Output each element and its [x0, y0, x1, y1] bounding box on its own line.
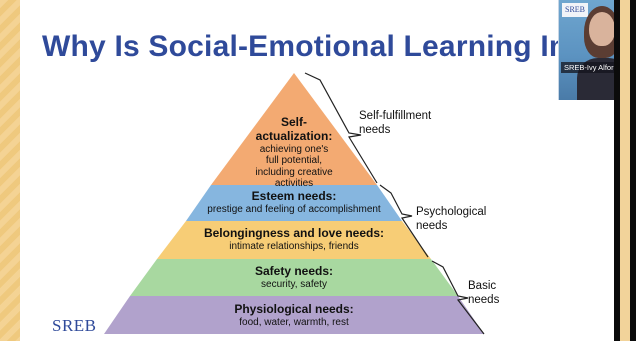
- maslow-pyramid: [104, 72, 485, 335]
- participant-name-tag: SREB-Ivy Alford: [561, 62, 614, 73]
- participant-face: [589, 12, 614, 46]
- self-actualization-text: Self- actualization: achieving one's ful…: [255, 115, 333, 190]
- brace-self-fulfillment: [304, 72, 378, 184]
- belonging-text: Belongingness and love needs: intimate r…: [203, 226, 385, 252]
- self-fulfillment-label: Self-fulfillment needs: [359, 110, 432, 136]
- video-background-logo: SREB: [562, 3, 589, 17]
- pyramid-level-safety: [130, 259, 458, 296]
- participant-video-tile[interactable]: SREB SREB-Ivy Alford: [558, 0, 614, 100]
- brace-psychological: [379, 184, 429, 258]
- pyramid-level-physiological: [104, 296, 484, 334]
- presentation-slide: Why Is Social-Emotional Learning Importa…: [20, 0, 614, 341]
- slide-title: Why Is Social-Emotional Learning Importa: [42, 30, 614, 63]
- physiological-text: Physiological needs: food, water, warmth…: [234, 302, 354, 328]
- pyramid-level-esteem: [186, 185, 402, 221]
- brace-basic: [431, 260, 485, 335]
- safety-text: Safety needs: security, safety: [254, 264, 334, 290]
- left-background-frame: [0, 0, 20, 341]
- right-edge-strip: [620, 0, 630, 341]
- sreb-logo: SREB: [52, 316, 97, 335]
- pyramid-level-self-actualization: [211, 73, 377, 185]
- basic-label: Basic needs: [468, 280, 500, 306]
- psychological-label: Psychological needs: [416, 206, 487, 232]
- esteem-text: Esteem needs: prestige and feeling of ac…: [207, 189, 381, 215]
- pyramid-level-belonging: [157, 221, 431, 259]
- right-dark-panel: [614, 0, 636, 341]
